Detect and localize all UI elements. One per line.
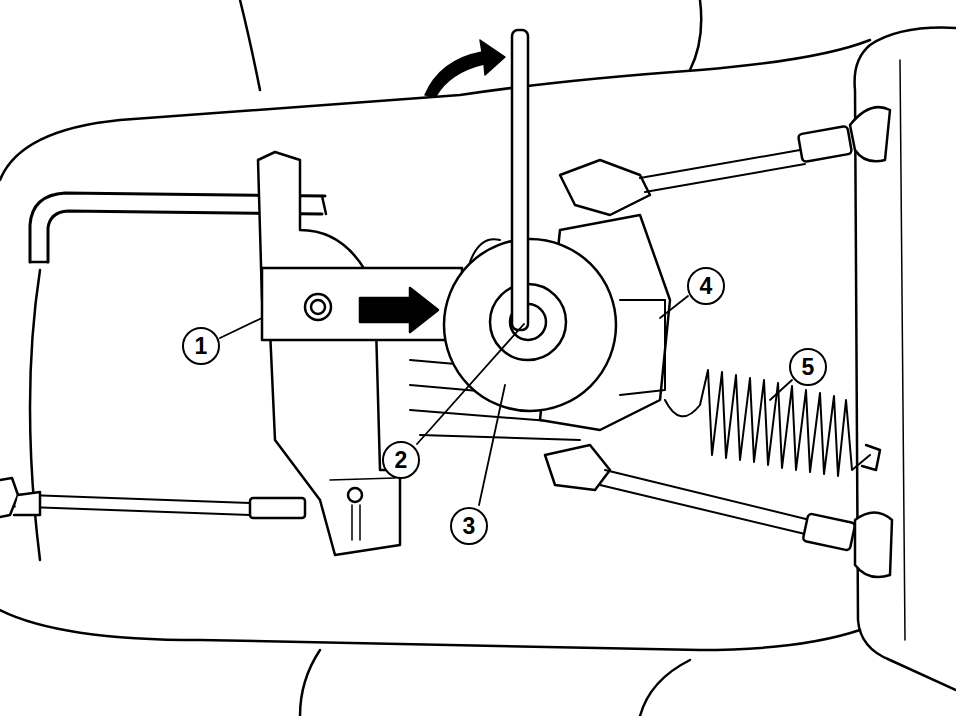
callout-number: 1 [182, 327, 220, 365]
callout-number: 2 [382, 441, 420, 479]
callout-number: 5 [789, 348, 827, 386]
callout-number: 4 [687, 267, 725, 305]
callout-number: 3 [450, 507, 488, 545]
